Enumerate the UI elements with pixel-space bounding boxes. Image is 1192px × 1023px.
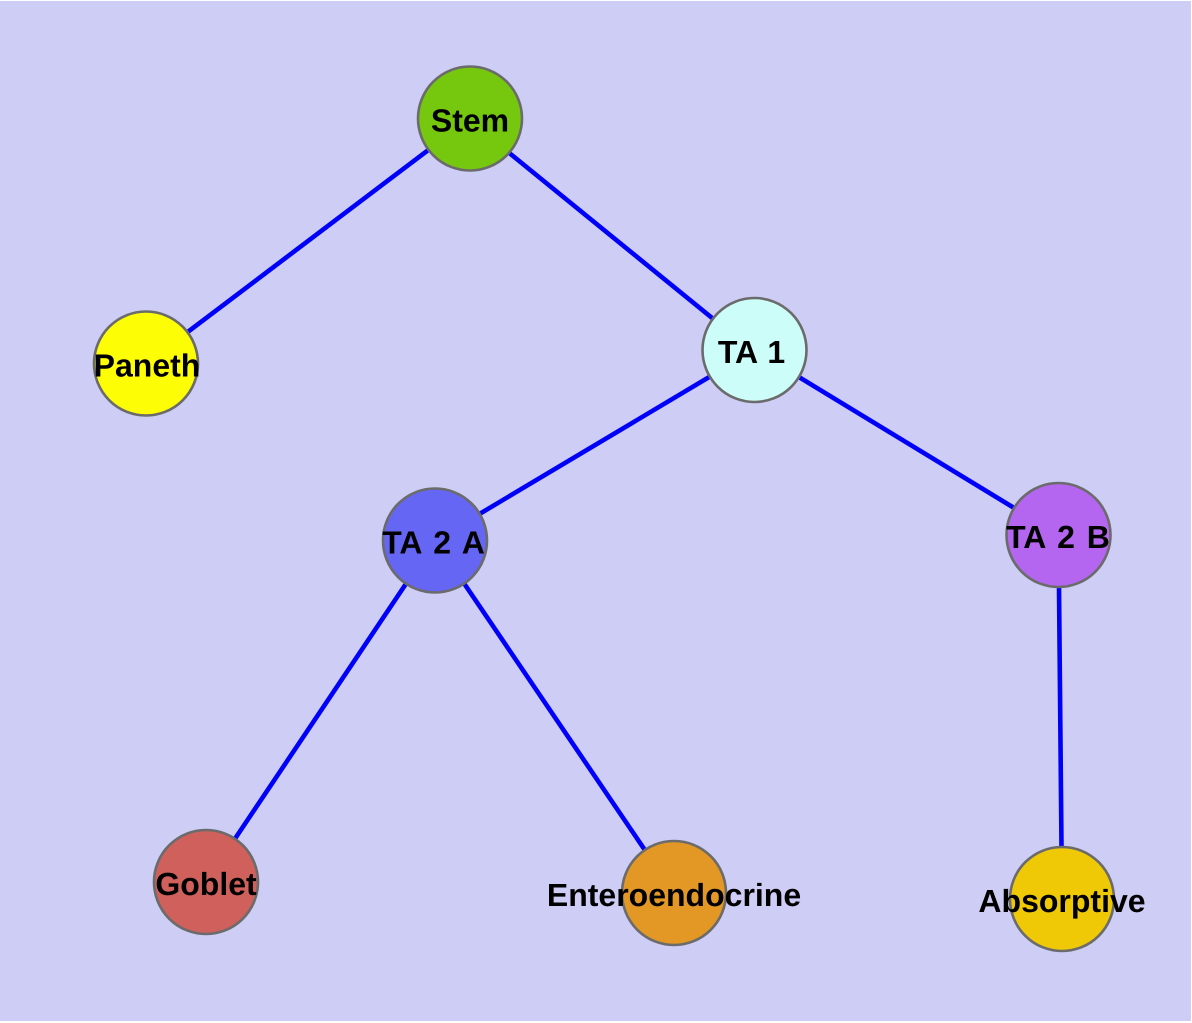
svg-text:Paneth: Paneth: [94, 348, 201, 384]
svg-text:Enteroendocrine: Enteroendocrine: [547, 877, 801, 913]
svg-text:Stem: Stem: [431, 103, 509, 139]
svg-text:TA 1: TA 1: [718, 334, 785, 370]
svg-text:TA 2 B: TA 2 B: [1006, 519, 1110, 555]
svg-text:Absorptive: Absorptive: [978, 883, 1145, 919]
svg-text:Goblet: Goblet: [155, 866, 257, 902]
svg-text:TA 2 A: TA 2 A: [382, 525, 485, 561]
